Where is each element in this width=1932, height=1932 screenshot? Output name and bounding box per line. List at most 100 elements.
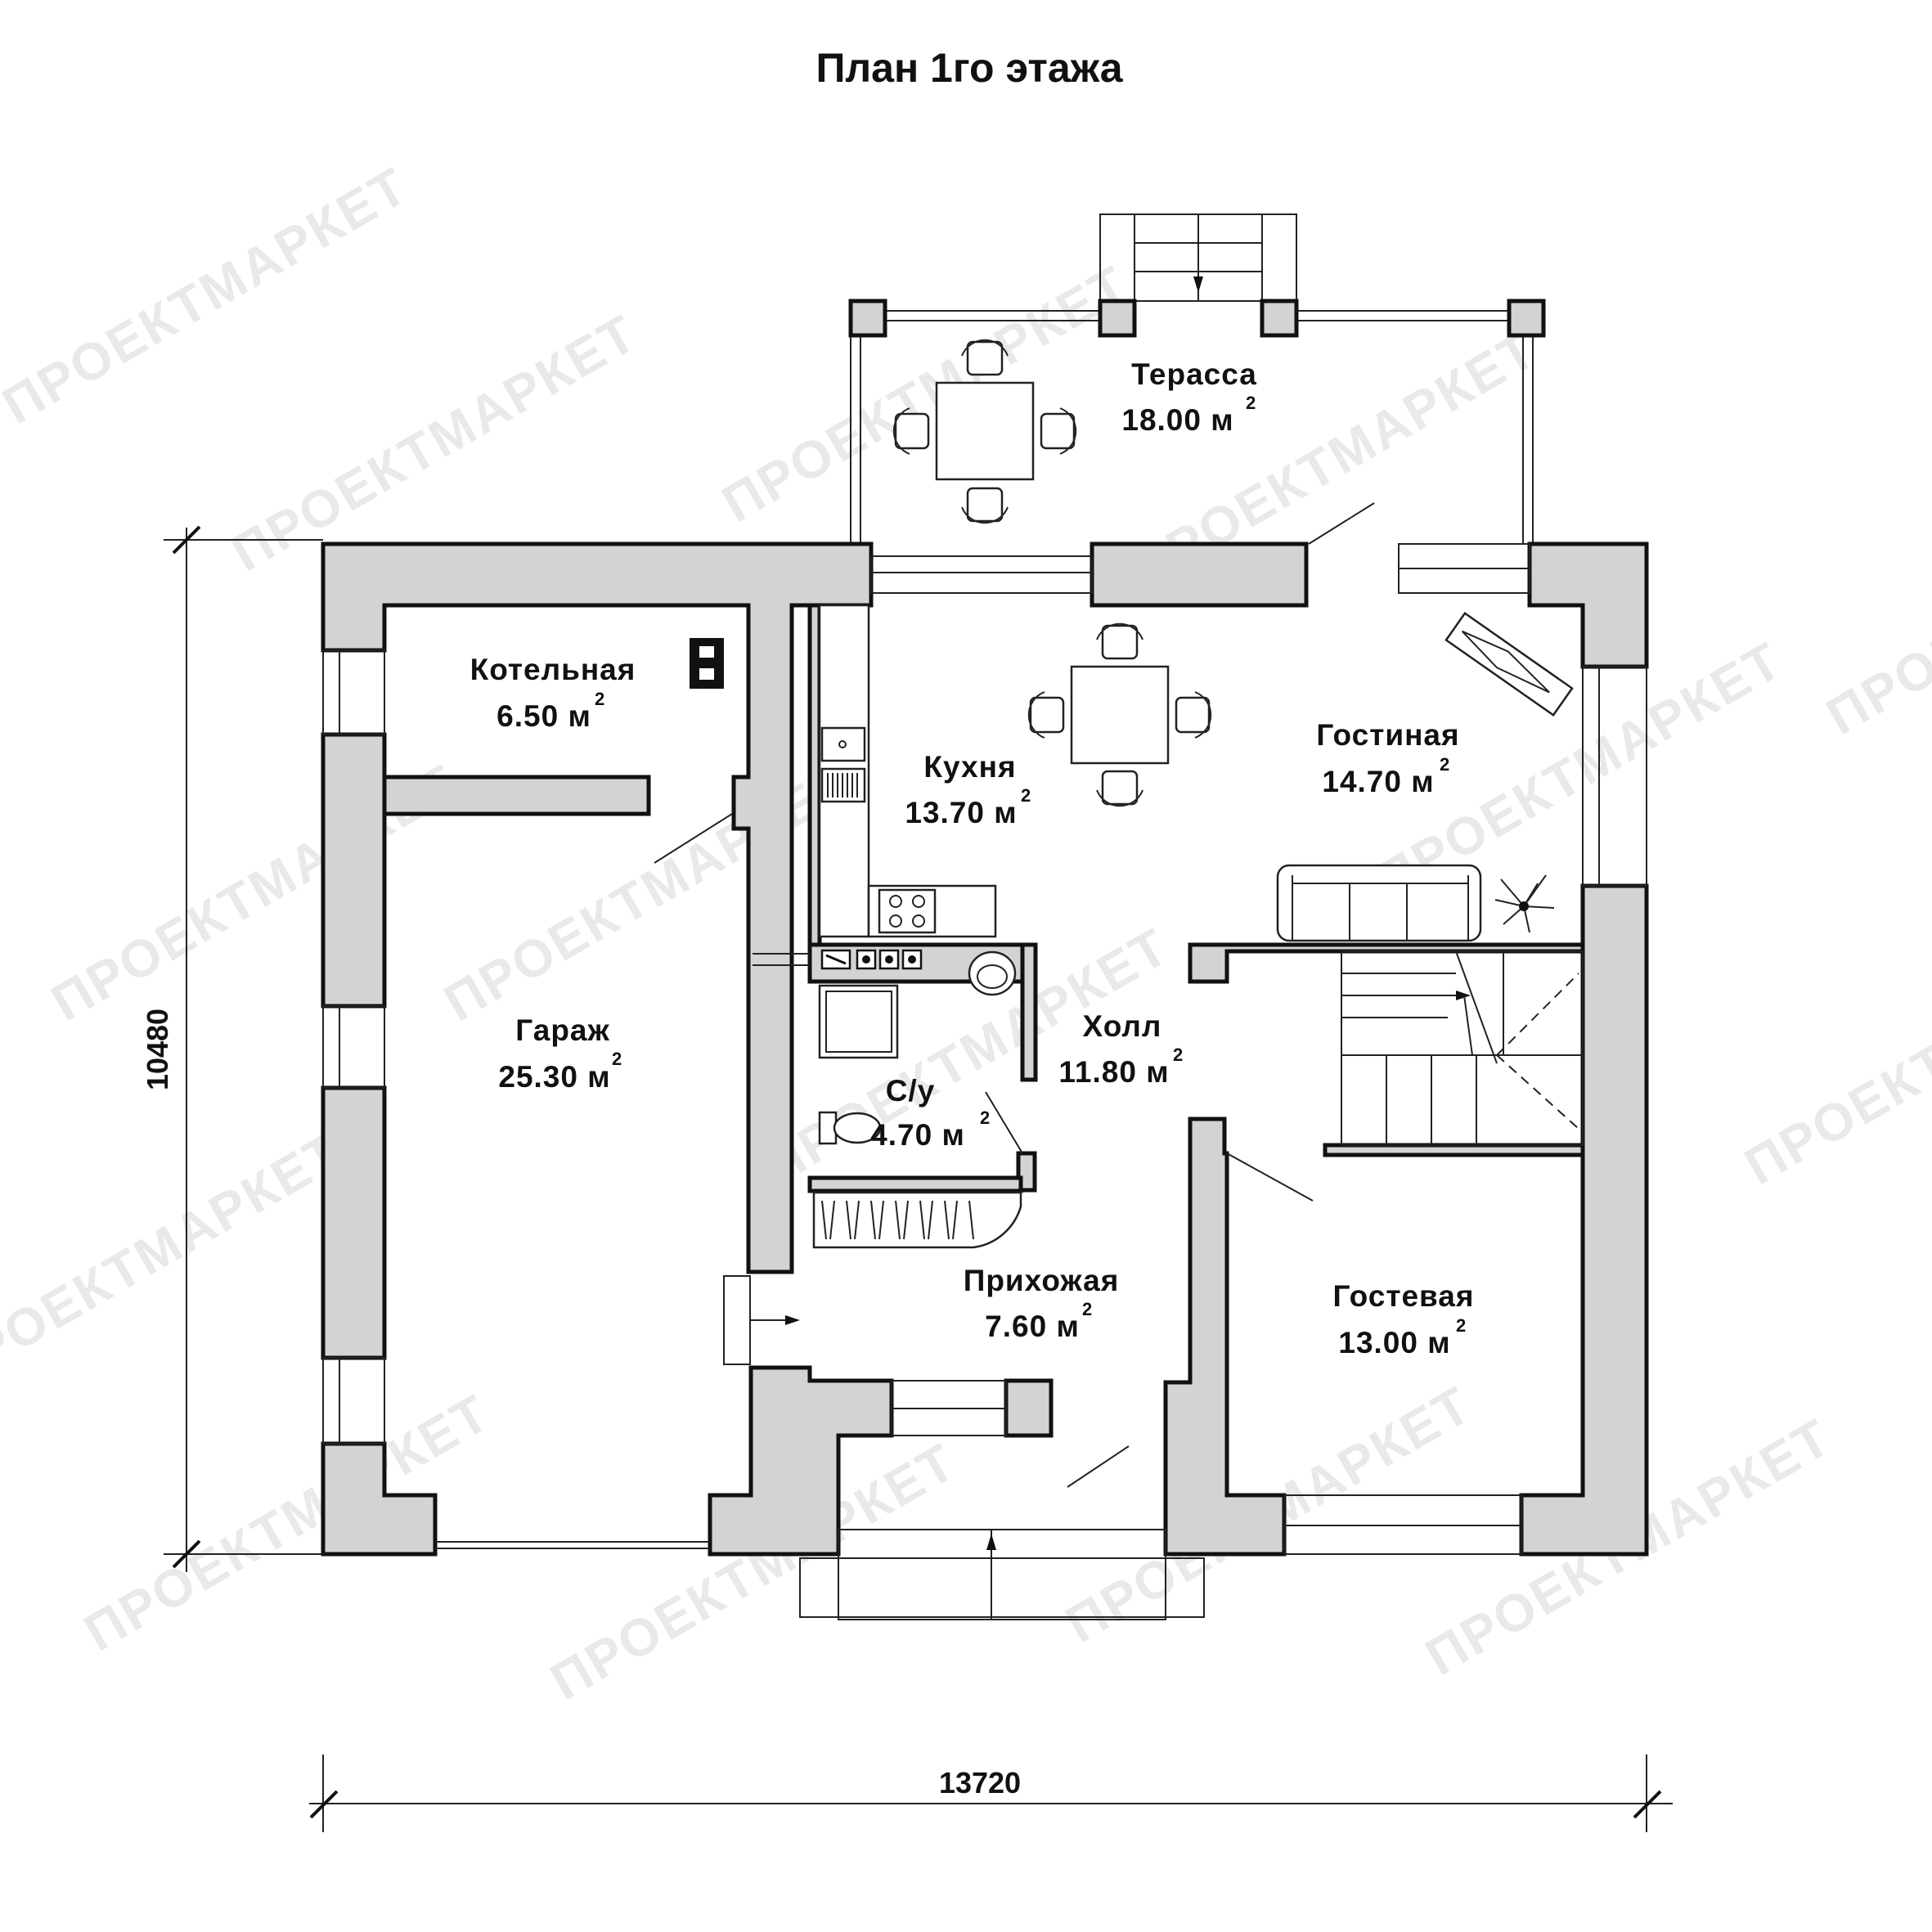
chair bbox=[1175, 696, 1211, 734]
chair bbox=[966, 340, 1004, 376]
area-unit: м bbox=[1146, 1055, 1169, 1089]
dimension-height-label: 10480 bbox=[141, 1009, 174, 1090]
terrace bbox=[848, 213, 1546, 545]
wall-bath-corridor bbox=[807, 1175, 1023, 1193]
wall-east bbox=[1519, 883, 1649, 1557]
area-unit: м bbox=[1056, 1310, 1079, 1343]
wardrobe bbox=[812, 1191, 1022, 1249]
svg-text:7.60 м: 7.60 м bbox=[985, 1310, 1080, 1343]
room-name: Гостиная bbox=[1316, 718, 1459, 752]
room-kitchen: Кухня 13.70 м 2 bbox=[905, 750, 1031, 829]
area-unit-sup: 2 bbox=[612, 1049, 622, 1069]
boiler-icon bbox=[690, 638, 724, 689]
watermark: ПРОЕКТМАРКЕТ bbox=[1817, 466, 1932, 746]
wall-kitchen-west bbox=[807, 603, 822, 947]
room-hall: Холл 11.80 м 2 bbox=[1058, 1009, 1183, 1089]
area-unit-sup: 2 bbox=[1082, 1299, 1092, 1319]
room-entrance: Прихожая 7.60 м 2 bbox=[964, 1264, 1120, 1343]
area-unit-sup: 2 bbox=[980, 1108, 990, 1128]
room-living: Гостиная 14.70 м 2 bbox=[1316, 718, 1459, 798]
dimension-height: 10480 bbox=[141, 525, 323, 1572]
room-name: Котельная bbox=[470, 653, 636, 686]
wall-boiler-partition bbox=[382, 775, 651, 816]
toilet-icon bbox=[833, 1112, 882, 1144]
chair bbox=[1029, 696, 1065, 734]
entry-arrow-icon bbox=[986, 1534, 996, 1550]
room-labels: Терасса 18.00 м 2 Котельная 6.50 м 2 Кух… bbox=[470, 357, 1474, 1359]
room-name: С/у bbox=[886, 1074, 936, 1108]
shower-icon bbox=[818, 984, 899, 1059]
svg-text:25.30 м: 25.30 м bbox=[498, 1060, 610, 1094]
room-area: 11.80 bbox=[1058, 1055, 1137, 1089]
watermark: ПРОЕКТМАРКЕТ bbox=[0, 155, 418, 435]
room-name: Прихожая bbox=[964, 1264, 1120, 1297]
window bbox=[322, 1357, 385, 1445]
area-unit: м bbox=[941, 1118, 964, 1152]
room-name: Гараж bbox=[515, 1013, 609, 1047]
room-bathroom: С/у 4.70 м 2 bbox=[870, 1074, 990, 1152]
area-unit: м bbox=[1211, 403, 1233, 437]
svg-text:14.70 м: 14.70 м bbox=[1322, 765, 1434, 798]
window bbox=[870, 555, 1093, 594]
wall-entrance-west bbox=[708, 1365, 894, 1557]
terrace-post bbox=[1260, 299, 1299, 338]
chair bbox=[1101, 624, 1139, 660]
room-area: 18.00 bbox=[1121, 403, 1202, 437]
svg-text:13.70 м: 13.70 м bbox=[905, 796, 1017, 829]
terrace-post bbox=[1507, 299, 1546, 338]
area-unit-sup: 2 bbox=[1173, 1045, 1183, 1065]
terrace-post bbox=[1098, 299, 1137, 338]
wall-stair-bottom bbox=[1323, 1143, 1585, 1157]
svg-text:11.80 м: 11.80 м bbox=[1058, 1055, 1169, 1089]
area-unit-sup: 2 bbox=[1246, 393, 1256, 413]
room-area: 4.70 bbox=[870, 1118, 932, 1152]
room-area: 13.00 bbox=[1338, 1326, 1418, 1359]
svg-text:6.50 м: 6.50 м bbox=[496, 699, 591, 733]
watermark: ПРОЕКТМАРКЕТ bbox=[1735, 916, 1932, 1196]
area-unit: м bbox=[1427, 1326, 1450, 1359]
staircase bbox=[1341, 950, 1584, 1146]
room-terrace: Терасса 18.00 м 2 bbox=[1121, 357, 1256, 437]
room-name: Терасса bbox=[1131, 357, 1257, 391]
windows bbox=[322, 543, 1647, 1555]
chair bbox=[894, 412, 930, 450]
entry-arrow-icon bbox=[1193, 276, 1203, 293]
room-garage: Гараж 25.30 м 2 bbox=[498, 1013, 622, 1094]
room-area: 7.60 bbox=[985, 1310, 1047, 1343]
chair bbox=[966, 487, 1004, 523]
area-unit-sup: 2 bbox=[1440, 754, 1449, 775]
dimension-width: 13720 bbox=[309, 1755, 1673, 1832]
window bbox=[322, 1005, 385, 1089]
room-area: 6.50 bbox=[496, 699, 559, 733]
chair bbox=[1101, 770, 1139, 806]
entry-porch bbox=[723, 1275, 1205, 1620]
tv-icon bbox=[1445, 611, 1574, 717]
svg-text:18.00 м: 18.00 м bbox=[1121, 403, 1233, 437]
chair bbox=[1040, 412, 1076, 450]
wall-west bbox=[321, 732, 387, 1009]
porch-steps bbox=[838, 1529, 1166, 1620]
sink-icon bbox=[820, 726, 866, 762]
area-unit-sup: 2 bbox=[595, 689, 604, 709]
room-boiler: Котельная 6.50 м 2 bbox=[470, 653, 636, 733]
terrace-table bbox=[935, 381, 1035, 481]
porch-steps bbox=[799, 1557, 1205, 1618]
room-area: 13.70 bbox=[905, 796, 985, 829]
wall-north-east bbox=[1527, 541, 1649, 669]
area-unit: м bbox=[994, 796, 1017, 829]
wall-north bbox=[1090, 541, 1309, 608]
window bbox=[1582, 666, 1647, 887]
room-area: 14.70 bbox=[1322, 765, 1402, 798]
wall-hall-partition bbox=[1188, 942, 1585, 984]
area-unit-sup: 2 bbox=[1021, 785, 1031, 806]
room-area: 25.30 bbox=[498, 1060, 578, 1094]
wall-bath-east bbox=[1020, 942, 1038, 1082]
wall-entrance-east bbox=[1004, 1378, 1054, 1438]
svg-text:4.70 м: 4.70 м bbox=[870, 1118, 965, 1152]
room-guest: Гостевая 13.00 м 2 bbox=[1333, 1279, 1474, 1359]
terrace-post bbox=[848, 299, 887, 338]
entry-arrow-icon bbox=[785, 1315, 800, 1325]
area-unit: м bbox=[587, 1060, 610, 1094]
fixtures bbox=[654, 604, 1584, 1249]
